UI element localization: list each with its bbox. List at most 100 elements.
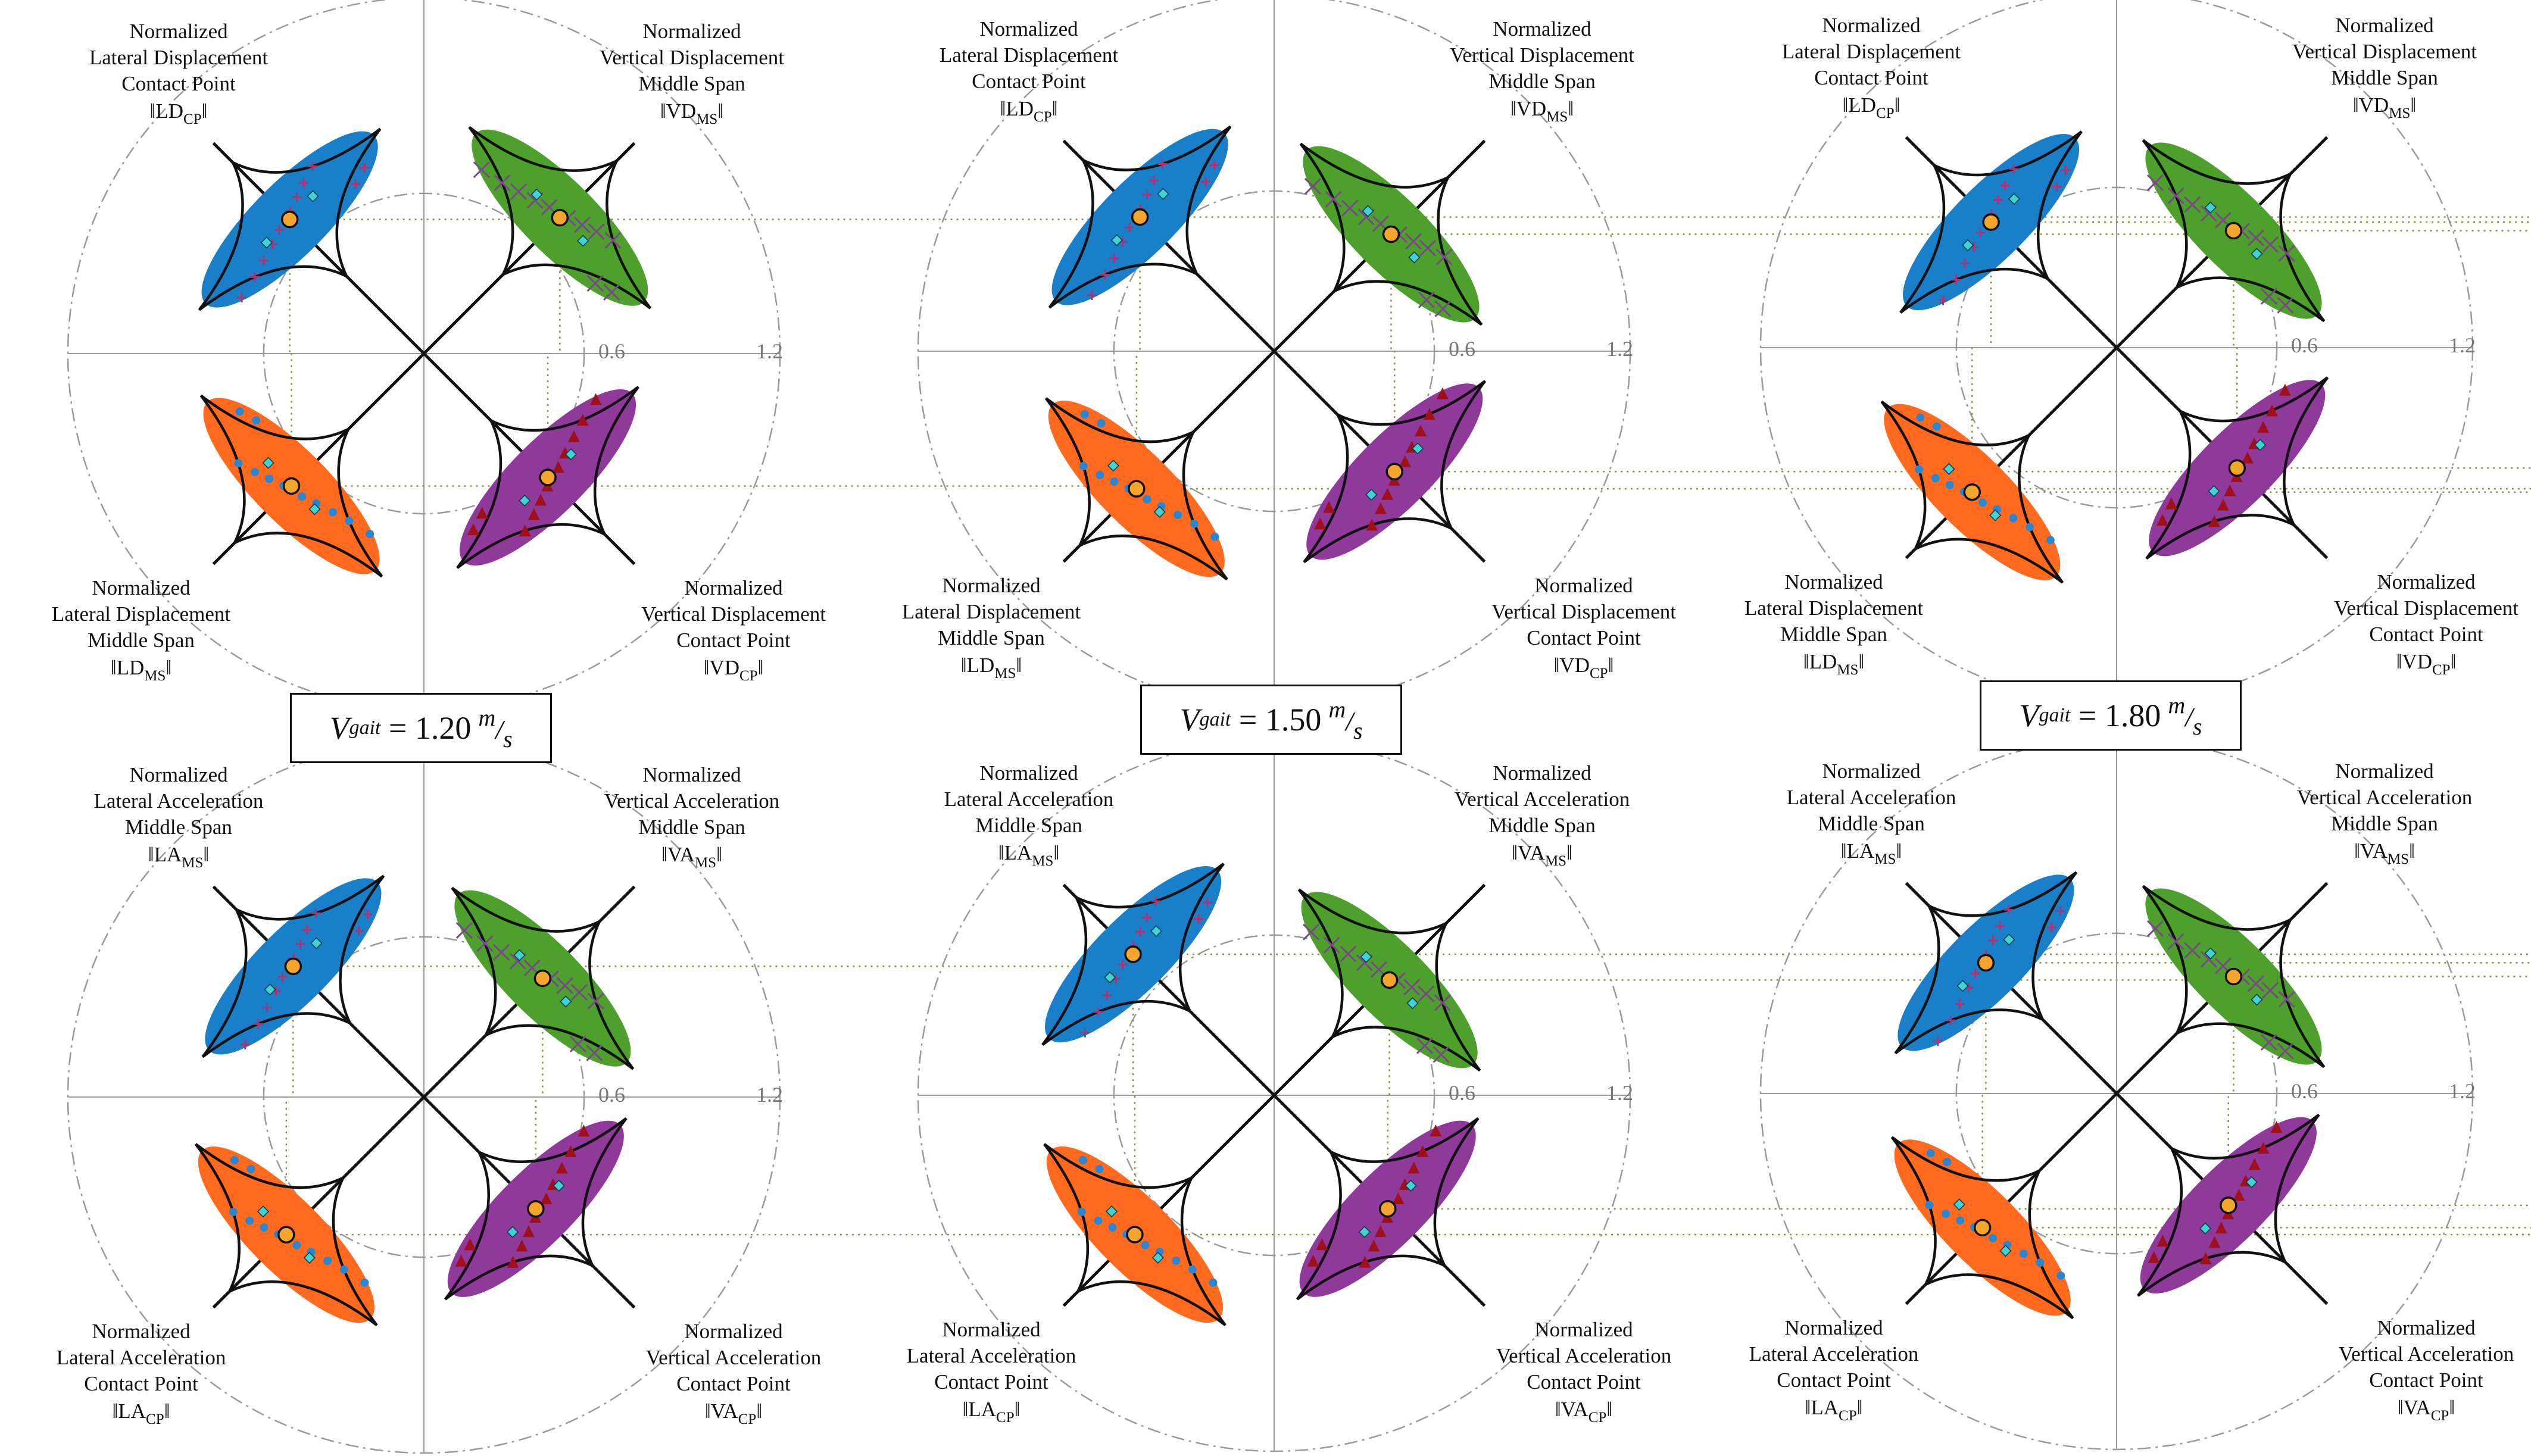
- cross-marker: [473, 161, 490, 179]
- triangle-marker: [2208, 1236, 2221, 1248]
- quadrant-label-lower_left-line: Lateral Displacement: [1744, 596, 1924, 620]
- quadrant-label-upper_right-line: Normalized: [642, 20, 741, 43]
- cross-marker: [1341, 199, 1359, 217]
- quadrant-label-upper_left-line: Normalized: [979, 17, 1078, 40]
- mean-marker: [539, 468, 557, 486]
- median-diamond-marker: [1358, 1226, 1371, 1238]
- dot-marker: [1931, 474, 1940, 483]
- cross-marker: [2184, 942, 2201, 959]
- triangle-marker: [1381, 488, 1394, 500]
- quadrant-label-upper_right-symbol-end: ‖: [2409, 839, 2415, 863]
- cross-marker: [1403, 979, 1421, 996]
- quadrant-label-lower_left-line: Normalized: [942, 1318, 1041, 1341]
- mean-marker: [527, 1200, 545, 1218]
- plus-marker: [1124, 223, 1134, 233]
- envelope-star: [1043, 1143, 1227, 1326]
- plus-marker: [1988, 935, 1998, 945]
- envelope-star: [1297, 888, 1481, 1072]
- quadrant-label-lower_left-symbol: ‖LA: [113, 1399, 146, 1423]
- plus-marker: [311, 908, 321, 918]
- ring-label: 1.2: [2449, 333, 2476, 357]
- quadrant-label-lower_right-line: Contact Point: [1527, 626, 1641, 649]
- plus-marker: [2061, 165, 2071, 176]
- envelope-star: [2145, 376, 2329, 560]
- quadrant-label-lower_left-line: Contact Point: [84, 1372, 198, 1395]
- envelope-star: [1890, 1136, 2074, 1320]
- quadrant-label-lower_left-line: Normalized: [1784, 1316, 1883, 1339]
- mean-marker: [1977, 954, 1995, 972]
- quadrant-label-upper_left-symbol: ‖LD: [1000, 97, 1034, 120]
- median-diamond-marker: [1989, 509, 2002, 521]
- plus-marker: [1080, 1027, 1090, 1038]
- quadrant-label-upper_right-line: Normalized: [2335, 14, 2434, 37]
- median-diamond-marker: [560, 995, 572, 1008]
- quadrant-label-upper_right-symbol-sub: MS: [1545, 853, 1566, 869]
- median-diamond-marker: [1105, 1205, 1118, 1218]
- quadrant-label-upper_left-symbol: ‖LA: [148, 843, 182, 866]
- cross-marker: [2146, 920, 2164, 937]
- dot-marker: [345, 517, 354, 526]
- median-diamond-marker: [307, 190, 319, 202]
- median-diamond-marker: [1956, 980, 1969, 992]
- cross-marker: [2278, 991, 2295, 1008]
- quadrant-label-lower_left-symbol: ‖LA: [1805, 1396, 1839, 1419]
- plus-marker: [1933, 1036, 1943, 1046]
- cross-marker: [603, 283, 620, 301]
- triangle-marker: [2148, 1251, 2160, 1263]
- plus-marker: [1194, 914, 1204, 924]
- cross-marker: [2277, 296, 2294, 314]
- plus-marker: [1200, 177, 1210, 187]
- triangle-marker: [1416, 1145, 1429, 1157]
- quadrant-label-lower_right-symbol-end: ‖: [758, 656, 764, 679]
- dot-marker: [245, 1216, 254, 1225]
- mean-marker: [2224, 221, 2243, 240]
- envelope-star: [451, 886, 635, 1070]
- cross-marker: [586, 274, 604, 292]
- dot-marker: [1926, 1149, 1935, 1158]
- median-diamond-marker: [1999, 1245, 2012, 1257]
- cross-marker: [2278, 245, 2295, 262]
- quadrant-label-lower_left-line: Normalized: [1784, 570, 1883, 593]
- median-diamond-marker: [2003, 933, 2015, 946]
- envelope-star: [1048, 125, 1232, 309]
- median-diamond-marker: [1365, 489, 1378, 501]
- median-diamond-marker: [308, 503, 321, 515]
- dot-marker: [1078, 1155, 1087, 1164]
- dot-marker: [1190, 519, 1199, 528]
- quadrant-label-upper_left-symbol-sub: MS: [1032, 853, 1053, 869]
- quadrant-label-upper_right-line: Middle Span: [2331, 66, 2438, 89]
- quadrant-label-lower_right-symbol-sub: CP: [739, 668, 758, 684]
- triangle-marker: [1368, 1239, 1380, 1252]
- plus-marker: [307, 161, 317, 171]
- median-diamond-marker: [1943, 463, 1955, 475]
- triangle-marker: [2279, 383, 2291, 396]
- quadrant-label-lower_left-symbol-sub: CP: [1839, 1408, 1857, 1424]
- cross-marker: [2167, 187, 2184, 204]
- quadrant-label-upper_right-line: Vertical Acceleration: [2297, 786, 2472, 809]
- triangle-marker: [2208, 515, 2221, 527]
- dot-marker: [230, 1155, 239, 1164]
- mean-marker: [2228, 459, 2246, 477]
- median-diamond-marker: [553, 1179, 565, 1192]
- median-diamond-marker: [2199, 1222, 2211, 1235]
- triangle-marker: [540, 1192, 553, 1205]
- quadrant-label-upper_right-line: Normalized: [2335, 760, 2434, 783]
- cross-marker: [1304, 177, 1322, 195]
- mean-marker: [2220, 1196, 2237, 1214]
- median-diamond-marker: [1408, 251, 1421, 264]
- dot-marker: [1143, 495, 1151, 504]
- dot-marker: [1989, 1234, 1998, 1243]
- mean-marker: [1385, 463, 1404, 481]
